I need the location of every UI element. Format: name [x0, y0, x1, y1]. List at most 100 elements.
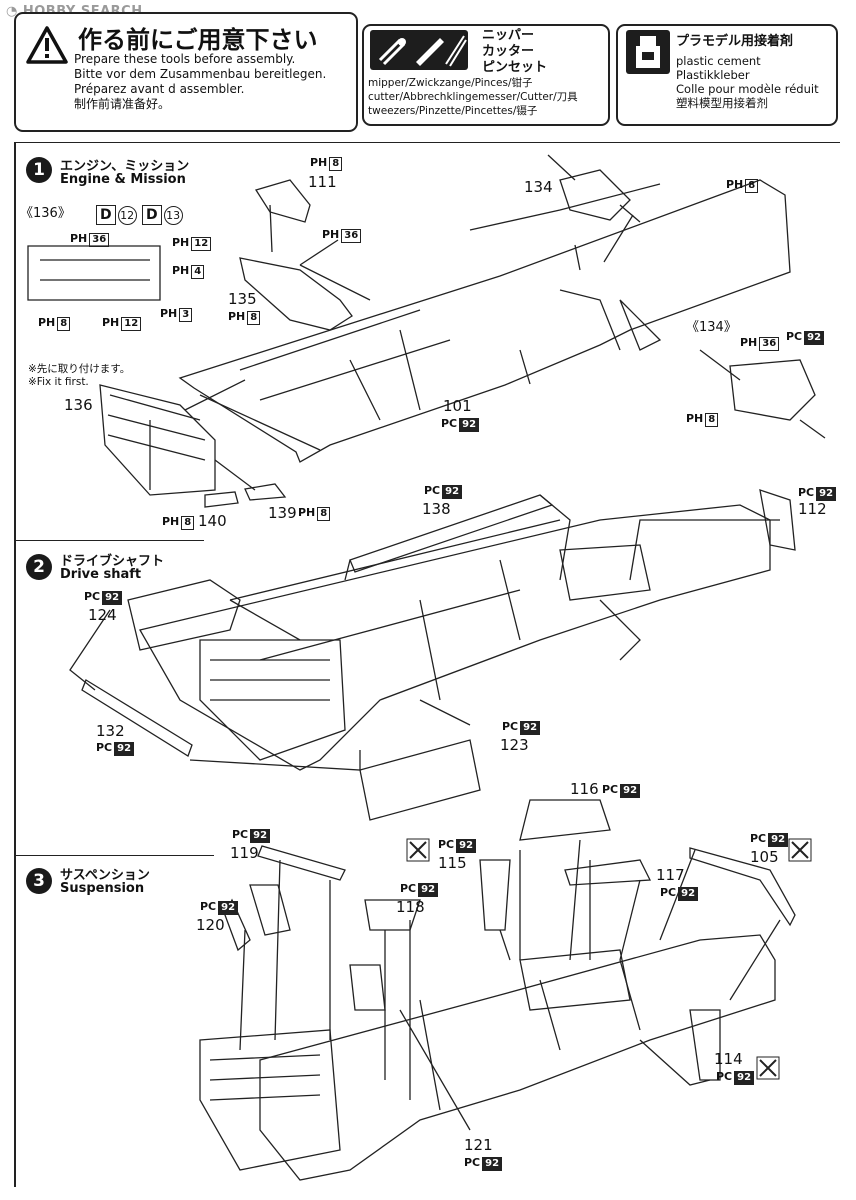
part-138-number: 138: [422, 500, 451, 518]
warning-icon: [26, 26, 68, 64]
part-120-number: 120: [196, 916, 225, 934]
fix-first-en: ※Fix it first.: [28, 376, 89, 388]
no-cement-icon-105: [788, 838, 812, 862]
inset-134-drawing: [729, 359, 816, 421]
shock-115-drawing: [479, 859, 511, 931]
fix-first-jp: ※先に取り付けます。: [28, 363, 131, 375]
cement-text: plastic cement Plastikkleber Colle pour …: [676, 54, 819, 110]
tools-icon: [370, 30, 468, 70]
step3-title-en: Suspension: [60, 881, 145, 896]
part-119-number: 119: [230, 844, 259, 862]
engine-step3-drawing: [199, 1029, 341, 1171]
part-124-number: 124: [88, 606, 117, 624]
prepare-text: Prepare these tools before assembly. Bit…: [74, 52, 327, 111]
prepare-tools-box: 作る前にご用意下さい Prepare these tools before as…: [14, 12, 358, 132]
divider-step3: [14, 855, 214, 856]
part-132-number: 132: [96, 722, 125, 740]
parts-139-140-drawing: [204, 483, 287, 508]
shock-114-drawing: [689, 1009, 721, 1081]
diff-step2-drawing: [559, 544, 651, 601]
diff-step3-drawing: [519, 949, 631, 1011]
cement-bottle-icon: [626, 30, 670, 74]
watermark-icon: ◔: [6, 4, 23, 19]
step2-title-en: Drive shaft: [60, 567, 142, 582]
engine-step2-drawing: [199, 639, 346, 761]
part-101-number: 101: [443, 397, 472, 415]
nipper-label: ニッパー: [482, 28, 535, 43]
part-114-number: 114: [714, 1050, 743, 1068]
part-140-number: 140: [198, 512, 227, 530]
part-134-drawing: [559, 169, 631, 221]
engine-136-drawing: [99, 384, 216, 496]
part-117-number: 117: [656, 866, 685, 884]
tools-box: ニッパー カッター ピンセット mipper/Zwickzange/Pinces…: [362, 24, 610, 126]
cement-title: プラモデル用接着剤: [676, 34, 794, 49]
part-124-drawing: [127, 579, 241, 651]
divider-step2: [14, 540, 204, 541]
shock-step3-drawing: [349, 964, 386, 1011]
frame-step2-drawing: [139, 504, 771, 771]
part-121-number: 121: [464, 1136, 493, 1154]
main-frame-left: [14, 142, 16, 1187]
part-117-drawing: [564, 859, 652, 886]
part-135-number: 135: [228, 290, 257, 308]
main-frame-top: [14, 142, 840, 143]
part-123-drawing: [359, 739, 481, 821]
step3-number: 3: [26, 868, 52, 894]
part-111-drawing: [254, 179, 311, 223]
shaft-138-drawing: [349, 494, 554, 573]
step1-number: 1: [26, 157, 52, 183]
part-105-number: 105: [750, 848, 779, 866]
prepare-title: 作る前にご用意下さい: [78, 26, 318, 54]
step1-title-jp: エンジン、ミッション: [60, 159, 190, 174]
part-115-number: 115: [438, 854, 467, 872]
rod-105-drawing: [689, 847, 796, 927]
part-116-drawing: [519, 799, 611, 841]
step3-title-jp: サスペンション: [60, 868, 150, 883]
step2-number: 2: [26, 554, 52, 580]
shaft-132-drawing: [81, 679, 193, 757]
tweezers-label: ピンセット: [482, 60, 548, 75]
part-136-number: 136: [64, 396, 93, 414]
part-134-number: 134: [524, 178, 553, 196]
part-111-number: 111: [308, 173, 337, 191]
part-116-number: 116: [570, 780, 599, 798]
part-118-number: 118: [396, 898, 425, 916]
no-cement-icon-115: [406, 838, 430, 862]
no-cement-icon-114: [756, 1056, 780, 1080]
part-139-number: 139: [268, 504, 297, 522]
step1-title-en: Engine & Mission: [60, 172, 186, 187]
tools-text: mipper/Zwickzange/Pinces/钳子 cutter/Abbre…: [368, 77, 578, 117]
frame-step3-drawing: [259, 934, 776, 1181]
part-123-number: 123: [500, 736, 529, 754]
